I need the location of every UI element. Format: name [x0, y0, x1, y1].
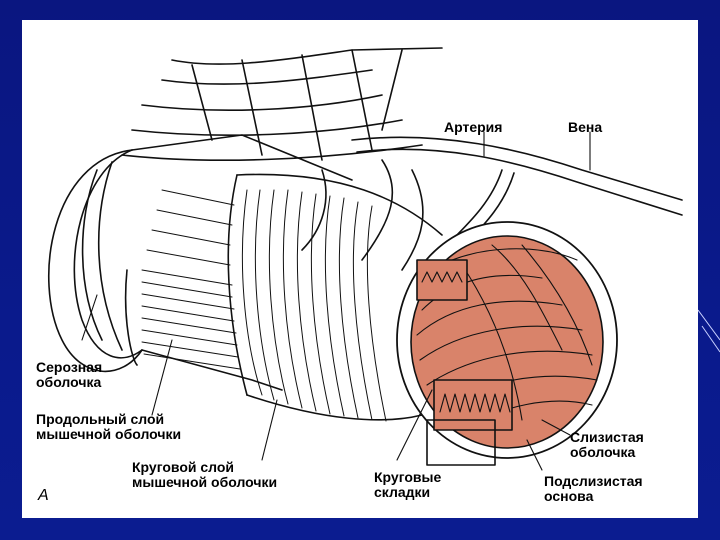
label-longitudinal-muscle: Продольный слой мышечной оболочки — [36, 412, 181, 442]
label-mucosa: Слизистая оболочка — [570, 430, 644, 460]
decorative-corner-lines — [698, 300, 720, 360]
label-circular-line2: мышечной оболочки — [132, 475, 277, 490]
label-submucosa-line1: Подслизистая — [544, 474, 643, 489]
label-submucosa: Подслизистая основа — [544, 474, 643, 504]
label-folds-line2: складки — [374, 485, 441, 500]
label-longitudinal-line1: Продольный слой — [36, 412, 181, 427]
label-mucosa-line2: оболочка — [570, 445, 644, 460]
figure-letter: А — [38, 488, 49, 503]
label-serosa: Серозная оболочка — [36, 360, 102, 390]
mesentery — [122, 48, 442, 160]
label-submucosa-line2: основа — [544, 489, 643, 504]
label-circular-folds: Круговые складки — [374, 470, 441, 500]
label-serosa-line1: Серозная — [36, 360, 102, 375]
diagram-panel: Артерия Вена Серозная оболочка Продольны… — [22, 20, 698, 518]
serosa-layer — [49, 135, 352, 390]
label-folds-line1: Круговые — [374, 470, 441, 485]
label-circular-muscle: Круговой слой мышечной оболочки — [132, 460, 277, 490]
label-mucosa-line1: Слизистая — [570, 430, 644, 445]
label-artery: Артерия — [444, 120, 502, 135]
label-serosa-line2: оболочка — [36, 375, 102, 390]
label-circular-line1: Круговой слой — [132, 460, 277, 475]
label-longitudinal-line2: мышечной оболочки — [36, 427, 181, 442]
label-vein: Вена — [568, 120, 602, 135]
